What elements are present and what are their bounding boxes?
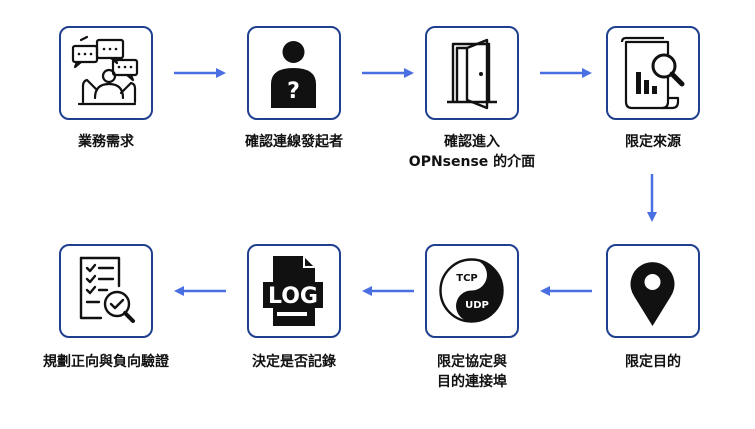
arrow-3-to-4 <box>540 68 592 78</box>
step-6-label: 限定協定與 目的連接埠 <box>387 352 557 392</box>
step-3-box <box>425 26 519 120</box>
step-1-box <box>59 26 153 120</box>
step-6-box: TCP UDP <box>425 244 519 338</box>
arrow-2-to-3 <box>362 68 414 78</box>
step-1-label: 業務需求 <box>78 134 134 150</box>
step-7-box: LOG <box>247 244 341 338</box>
arrow-6-to-7 <box>362 286 414 296</box>
checklist-verify-icon <box>79 256 135 323</box>
arrow-7-to-8 <box>174 286 226 296</box>
location-pin-icon <box>630 262 675 326</box>
step-8-label: 規劃正向與負向驗證 <box>43 354 169 370</box>
svg-text:?: ? <box>287 79 300 104</box>
step-6-label-line1: 限定協定與 <box>437 354 507 370</box>
arrow-5-to-6 <box>540 286 592 296</box>
log-file-icon: LOG <box>263 256 323 326</box>
step-4-label: 限定來源 <box>625 134 681 150</box>
log-icon-text: LOG <box>268 284 318 309</box>
step-8-box <box>59 244 153 338</box>
open-door-icon <box>447 38 497 110</box>
arrow-1-to-2 <box>174 68 226 78</box>
step-5-box <box>606 244 700 338</box>
step-3-label: 確認進入 OPNsense 的介面 <box>387 132 557 172</box>
document-search-icon <box>620 36 685 110</box>
step-6-label-line2: 目的連接埠 <box>437 374 507 390</box>
step-5-label: 限定目的 <box>625 354 681 370</box>
step-2-label: 確認連線發起者 <box>245 134 343 150</box>
step-3-label-line1: 確認進入 <box>444 134 500 150</box>
udp-text: UDP <box>465 300 489 311</box>
unknown-person-icon: ? <box>271 41 316 108</box>
step-3-label-line2: OPNsense 的介面 <box>408 154 536 170</box>
tcp-udp-icon: TCP UDP <box>439 258 504 323</box>
arrow-4-to-5 <box>647 174 657 222</box>
tcp-text: TCP <box>456 273 478 284</box>
step-7-label: 決定是否記錄 <box>252 354 336 370</box>
step-4-box <box>606 26 700 120</box>
business-meeting-icon <box>71 35 139 106</box>
step-2-box: ? <box>247 26 341 120</box>
